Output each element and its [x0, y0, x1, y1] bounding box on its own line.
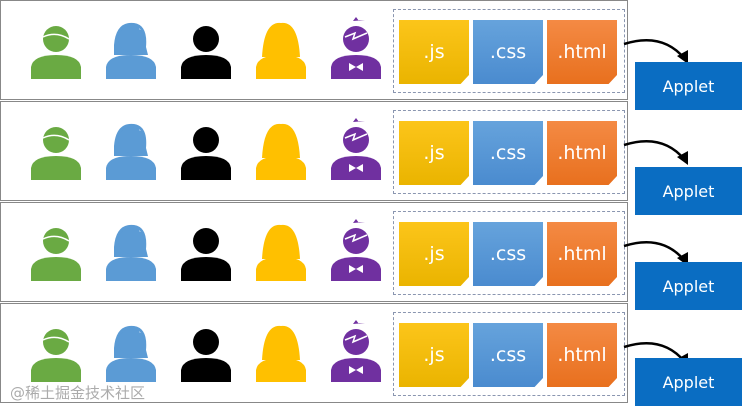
- js-file-note: .js: [399, 323, 469, 387]
- black-person-user-icon: [179, 17, 233, 79]
- applet-box: Applet: [635, 358, 742, 406]
- js-file-note: .js: [399, 20, 469, 84]
- arrow-icon: [623, 38, 688, 64]
- purple-boy-user-icon: [329, 320, 383, 382]
- black-person-user-icon: [179, 320, 233, 382]
- black-person-user-icon: [179, 118, 233, 180]
- html-file-note: .html: [547, 121, 617, 185]
- yellow-girl-user-icon: [254, 320, 308, 382]
- css-file-note: .css: [473, 121, 543, 185]
- row-1: .js.css.html: [0, 0, 628, 100]
- yellow-girl-user-icon: [254, 118, 308, 180]
- file-bundle: .js.css.html: [393, 9, 625, 93]
- blue-woman-user-icon: [104, 320, 158, 382]
- file-bundle: .js.css.html: [393, 110, 625, 194]
- purple-boy-user-icon: [329, 118, 383, 180]
- purple-boy-user-icon: [329, 17, 383, 79]
- yellow-girl-user-icon: [254, 17, 308, 79]
- blue-woman-user-icon: [104, 17, 158, 79]
- row-3: .js.css.html: [0, 202, 628, 302]
- row-4: .js.css.html: [0, 303, 628, 403]
- js-file-note: .js: [399, 222, 469, 286]
- css-file-note: .css: [473, 323, 543, 387]
- js-file-note: .js: [399, 121, 469, 185]
- html-file-note: .html: [547, 323, 617, 387]
- file-bundle: .js.css.html: [393, 312, 625, 396]
- black-person-user-icon: [179, 219, 233, 281]
- watermark: @稀土掘金技术社区: [10, 384, 146, 402]
- green-man-user-icon: [29, 320, 83, 382]
- applet-box: Applet: [635, 262, 742, 310]
- purple-boy-user-icon: [329, 219, 383, 281]
- green-man-user-icon: [29, 17, 83, 79]
- applet-box: Applet: [635, 167, 742, 215]
- arrow-icon: [623, 139, 688, 165]
- css-file-note: .css: [473, 20, 543, 84]
- html-file-note: .html: [547, 20, 617, 84]
- html-file-note: .html: [547, 222, 617, 286]
- row-2: .js.css.html: [0, 101, 628, 201]
- blue-woman-user-icon: [104, 219, 158, 281]
- applet-box: Applet: [635, 62, 742, 110]
- blue-woman-user-icon: [104, 118, 158, 180]
- file-bundle: .js.css.html: [393, 211, 625, 295]
- green-man-user-icon: [29, 118, 83, 180]
- green-man-user-icon: [29, 219, 83, 281]
- yellow-girl-user-icon: [254, 219, 308, 281]
- css-file-note: .css: [473, 222, 543, 286]
